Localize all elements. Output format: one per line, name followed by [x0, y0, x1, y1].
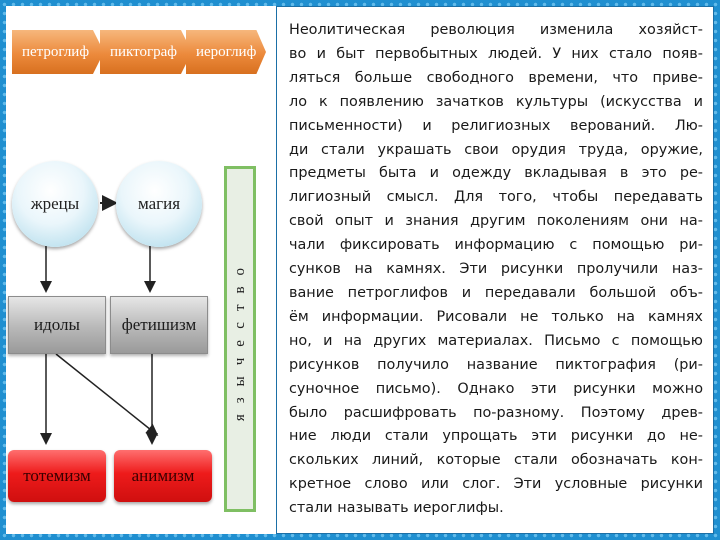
fetishism-box: фетишизм [110, 296, 208, 354]
diagram-panel: петроглиф пиктограф иероглиф жрецы магия… [6, 6, 274, 534]
pictograph-box: пиктограф [100, 30, 192, 74]
idols-box: идолы [8, 296, 106, 354]
animism-box: анимизм [114, 450, 212, 502]
magic-circle: магия [116, 161, 202, 247]
text-line: стали называть иероглифы. [289, 500, 504, 517]
paganism-label-box: язычество [224, 166, 256, 512]
diagram-arrows [40, 195, 159, 445]
totemism-box: тотемизм [8, 450, 106, 502]
paganism-label: язычество [231, 256, 248, 422]
hieroglyph-box: иероглиф [186, 30, 266, 74]
slide: петроглиф пиктограф иероглиф жрецы магия… [6, 6, 714, 534]
arrow-idols-to-animism [55, 353, 159, 436]
petroglyph-box: петроглиф [12, 30, 104, 74]
priests-circle: жрецы [12, 161, 98, 247]
